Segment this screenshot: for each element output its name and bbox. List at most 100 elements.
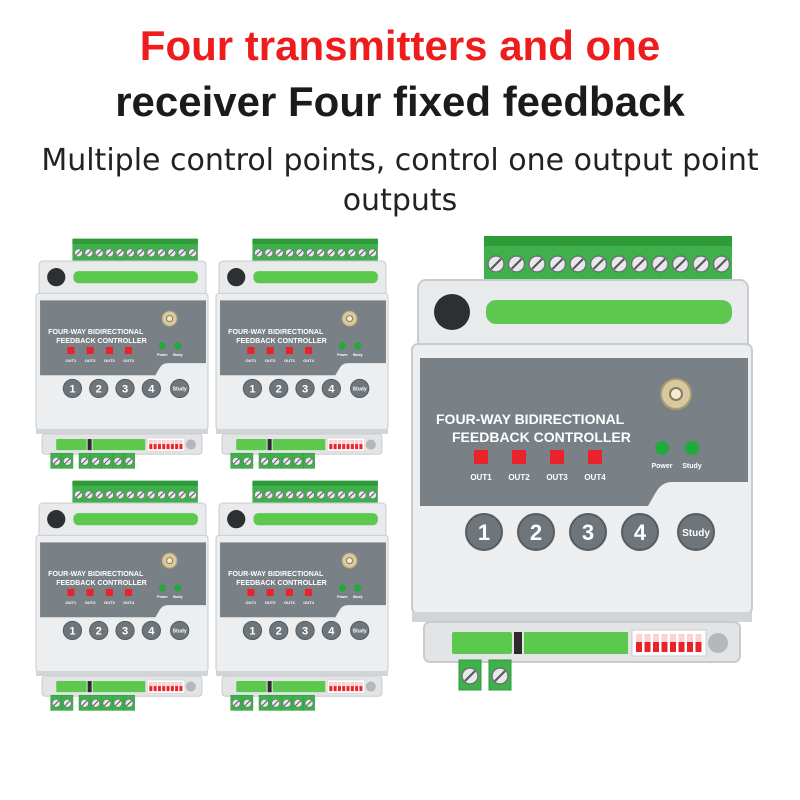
screw-slot [148, 491, 154, 498]
number-button-4[interactable]: 4 [141, 620, 161, 641]
number-button-4[interactable]: 4 [621, 513, 659, 551]
bottom-rail-right [92, 681, 146, 693]
button-number-label: 4 [148, 383, 155, 395]
dip-switch[interactable] [631, 629, 707, 657]
screw-slot [359, 249, 366, 256]
antenna-icon [161, 310, 178, 327]
dip-switch[interactable] [327, 679, 365, 694]
button-number-label: 4 [148, 625, 155, 637]
screw-slot [75, 249, 82, 256]
number-button-2[interactable]: 2 [89, 620, 109, 641]
screw-slot [85, 491, 92, 498]
headline-line-2: receiver Four fixed feedback [115, 78, 685, 125]
dip-switch[interactable] [327, 437, 365, 452]
bottom-terminal-block [230, 694, 315, 711]
subheadline-line-1: Multiple control points, control one out… [41, 143, 759, 178]
output-led [305, 346, 313, 355]
antenna-icon [161, 552, 178, 569]
number-button-1[interactable]: 1 [242, 620, 263, 641]
number-button-3[interactable]: 3 [115, 620, 135, 641]
number-button-4[interactable]: 4 [321, 620, 341, 641]
button-number-label: 2 [530, 520, 542, 545]
screw-slot [369, 249, 376, 256]
study-button[interactable]: Study [350, 378, 370, 399]
number-button-2[interactable]: 2 [269, 620, 289, 641]
status-led [338, 584, 347, 592]
controller-illustration: FOUR-WAY BIDIRECTIONAL FEEDBACK CONTROLL… [215, 238, 389, 469]
number-button-3[interactable]: 3 [115, 378, 135, 399]
button-number-label: 2 [276, 625, 282, 637]
number-button-2[interactable]: 2 [89, 378, 109, 399]
study-button[interactable]: Study [350, 620, 370, 641]
button-number-label: 1 [69, 383, 75, 395]
button-number-label: 3 [582, 520, 594, 545]
screw-slot [297, 491, 303, 498]
device-title-line-2: FEEDBACK CONTROLLER [452, 429, 631, 445]
housing-ledge [36, 670, 208, 676]
status-led [655, 441, 669, 455]
transmitter-2: FOUR-WAY BIDIRECTIONAL FEEDBACK CONTROLL… [215, 236, 389, 469]
number-button-2[interactable]: 2 [517, 513, 555, 551]
top-terminal-block [484, 236, 732, 286]
indicator-label: Study [682, 463, 702, 470]
button-number-label: 1 [69, 625, 75, 637]
screw-slot [106, 491, 113, 498]
screw-slot [179, 249, 186, 256]
study-button[interactable]: Study [170, 378, 190, 399]
number-button-1[interactable]: 1 [242, 378, 263, 399]
screw-slot [359, 491, 366, 498]
output-led [105, 588, 113, 597]
screw-slot [179, 491, 186, 498]
number-button-1[interactable]: 1 [62, 620, 83, 641]
output-led [67, 588, 75, 597]
device-title-line-1: FOUR-WAY BIDIRECTIONAL [436, 411, 625, 427]
transmitter-3: FOUR-WAY BIDIRECTIONAL FEEDBACK CONTROLL… [35, 478, 209, 711]
bottom-rail-right [272, 681, 326, 693]
number-button-2[interactable]: 2 [269, 378, 289, 399]
device-title-line-2: FEEDBACK CONTROLLER [236, 579, 326, 587]
indicator-label: Power [337, 595, 348, 599]
dip-switch[interactable] [147, 437, 185, 452]
number-button-3[interactable]: 3 [295, 620, 315, 641]
output-label: OUT3 [546, 473, 568, 482]
output-label: OUT1 [470, 473, 492, 482]
study-button[interactable]: Study [677, 513, 715, 551]
status-led [158, 342, 167, 350]
device-title-line-1: FOUR-WAY BIDIRECTIONAL [228, 328, 324, 336]
rail-divider [87, 439, 92, 451]
number-button-3[interactable]: 3 [295, 378, 315, 399]
number-button-3[interactable]: 3 [569, 513, 607, 551]
number-button-1[interactable]: 1 [62, 378, 83, 399]
screw-slot [307, 249, 314, 256]
bottom-rail-right [524, 632, 628, 654]
screw-slot [633, 258, 646, 270]
bottom-terminal-block [50, 452, 135, 469]
transmitter-1: FOUR-WAY BIDIRECTIONAL FEEDBACK CONTROLL… [35, 236, 209, 469]
bottom-rail-left [236, 439, 267, 451]
screw-slot [137, 491, 144, 498]
study-button[interactable]: Study [170, 620, 190, 641]
screw-slot [551, 258, 564, 270]
number-button-4[interactable]: 4 [321, 378, 341, 399]
device-title-line-2: FEEDBACK CONTROLLER [56, 579, 146, 587]
screw-slot [158, 249, 165, 256]
device-title-line-1: FOUR-WAY BIDIRECTIONAL [48, 570, 144, 578]
button-number-label: 2 [96, 383, 102, 395]
screw-slot [286, 249, 293, 256]
rail-divider [267, 439, 272, 451]
output-led [67, 346, 75, 355]
output-label: OUT2 [265, 600, 277, 605]
top-rail [253, 271, 378, 284]
bottom-rail-right [272, 439, 326, 451]
screw-slot [189, 249, 196, 256]
screw-slot [276, 249, 283, 256]
indicator-label: Study [353, 353, 363, 357]
output-label: OUT2 [85, 358, 97, 363]
number-button-1[interactable]: 1 [465, 513, 503, 551]
output-label: OUT3 [104, 358, 116, 363]
screw-slot [490, 258, 502, 270]
housing-ledge [412, 612, 752, 622]
number-button-4[interactable]: 4 [141, 378, 161, 399]
dip-switch[interactable] [147, 679, 185, 694]
screw-slot [286, 491, 293, 498]
